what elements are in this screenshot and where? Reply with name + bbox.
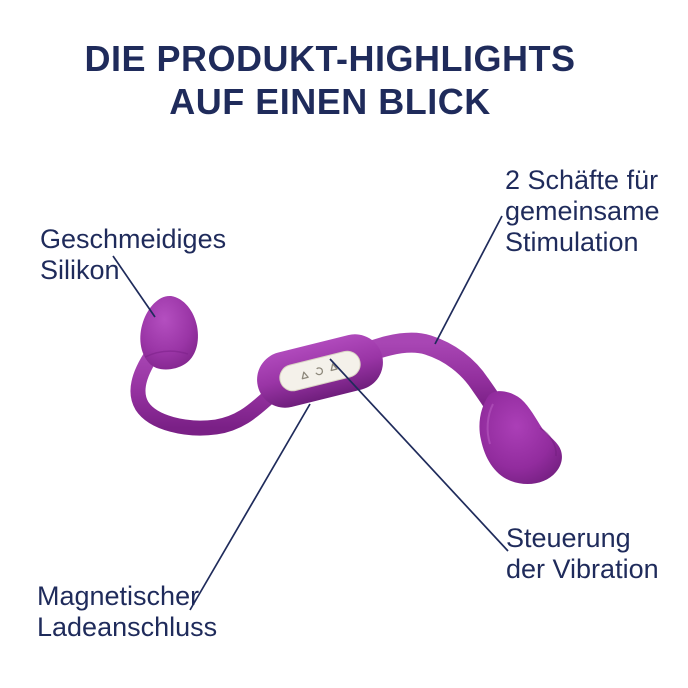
title-line-2: AUF EINEN BLICK [169, 81, 491, 122]
callout-vibration-line-2: der Vibration [506, 554, 659, 584]
callout-shafts-line-2: gemeinsame [505, 196, 660, 226]
right-head-highlight [486, 403, 494, 445]
triangle-up-icon [330, 363, 338, 372]
left-tip-seam [144, 350, 189, 358]
callout-shafts: 2 Schäfte für gemeinsame Stimulation [505, 165, 660, 258]
leader-line-charging [189, 403, 311, 611]
callout-shafts-line-3: Stimulation [505, 227, 639, 257]
callout-silicone: Geschmeidiges Silikon [40, 224, 226, 286]
callout-vibration: Steuerung der Vibration [506, 523, 659, 585]
callout-silicone-line-1: Geschmeidiges [40, 224, 227, 254]
leader-lines [112, 215, 509, 611]
callout-vibration-line-1: Steuerung [506, 523, 631, 553]
title-line-1: DIE PRODUKT-HIGHLIGHTS [84, 38, 576, 79]
callout-shafts-line-1: 2 Schäfte für [505, 165, 659, 195]
callout-charging-line-2: Ladeanschluss [37, 612, 218, 642]
left-cord [130, 345, 278, 436]
power-cycle-icon [314, 367, 324, 376]
right-head-ridge [539, 427, 557, 457]
triangle-down-icon [301, 371, 309, 380]
leader-line-vibration [329, 358, 509, 552]
callout-charging-line-1: Magnetischer [37, 581, 200, 611]
control-panel [279, 350, 361, 392]
callout-charging: Magnetischer Ladeanschluss [37, 581, 217, 643]
leader-line-shafts [434, 215, 503, 345]
callout-silicone-line-2: Silikon [40, 255, 120, 285]
leader-line-silicone [112, 255, 156, 318]
right-cord [338, 332, 506, 418]
left-shaft-tip [140, 295, 198, 370]
right-shaft-head [479, 391, 562, 484]
control-body [257, 334, 383, 408]
page-title: DIE PRODUKT-HIGHLIGHTS AUF EINEN BLICK [0, 37, 660, 123]
